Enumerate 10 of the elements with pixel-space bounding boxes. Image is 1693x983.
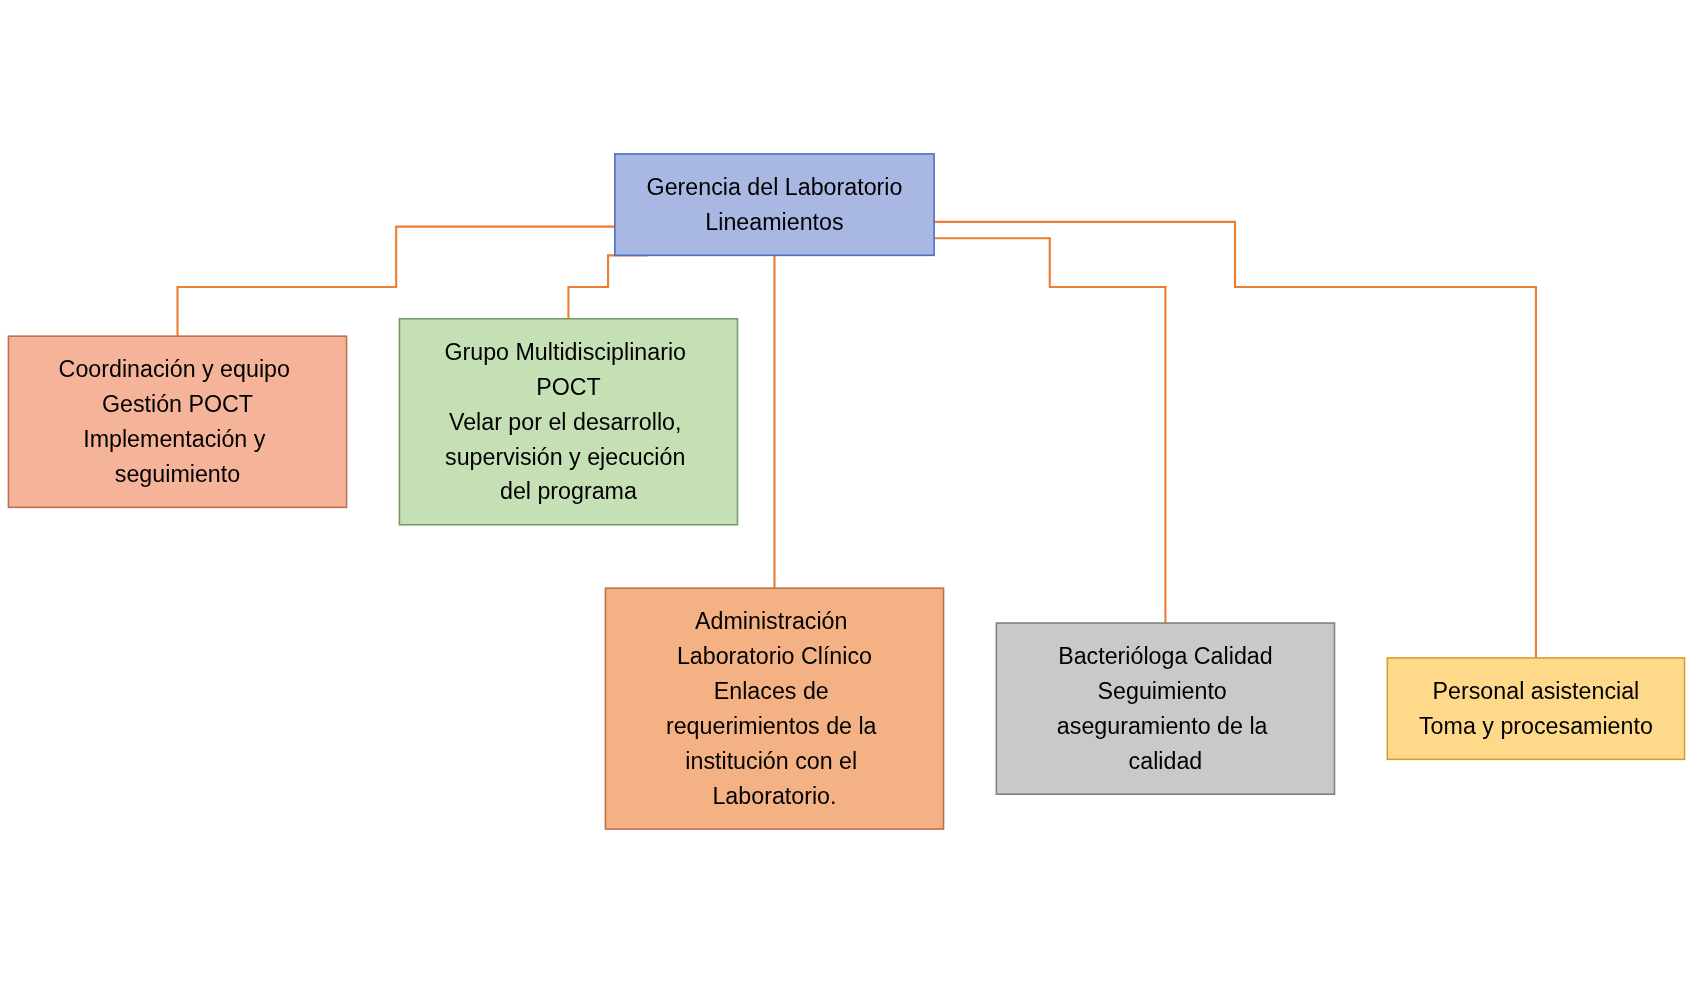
node-box: Coordinación y equipo Gestión POCT Implementación y seguimiento — [7, 335, 348, 509]
node-box: Gerencia del Laboratorio Lineamientos — [614, 153, 935, 257]
connector — [773, 254, 776, 590]
node-box: Personal asistencial Toma y procesamiento — [1386, 657, 1686, 761]
node-box: Administración Laboratorio Clínico Enlaces de requerimientos de la institución con el Laboratorio. — [604, 587, 945, 830]
node-box: Bacterióloga Calidad Seguimiento aseguramiento de la calidad — [995, 622, 1336, 795]
node-box: Grupo Multidisciplinario POCT Velar por el desarrollo, supervisión y ejecución del programa — [398, 317, 739, 526]
connector — [934, 220, 1537, 659]
connector — [934, 237, 1167, 625]
connector — [176, 225, 615, 338]
